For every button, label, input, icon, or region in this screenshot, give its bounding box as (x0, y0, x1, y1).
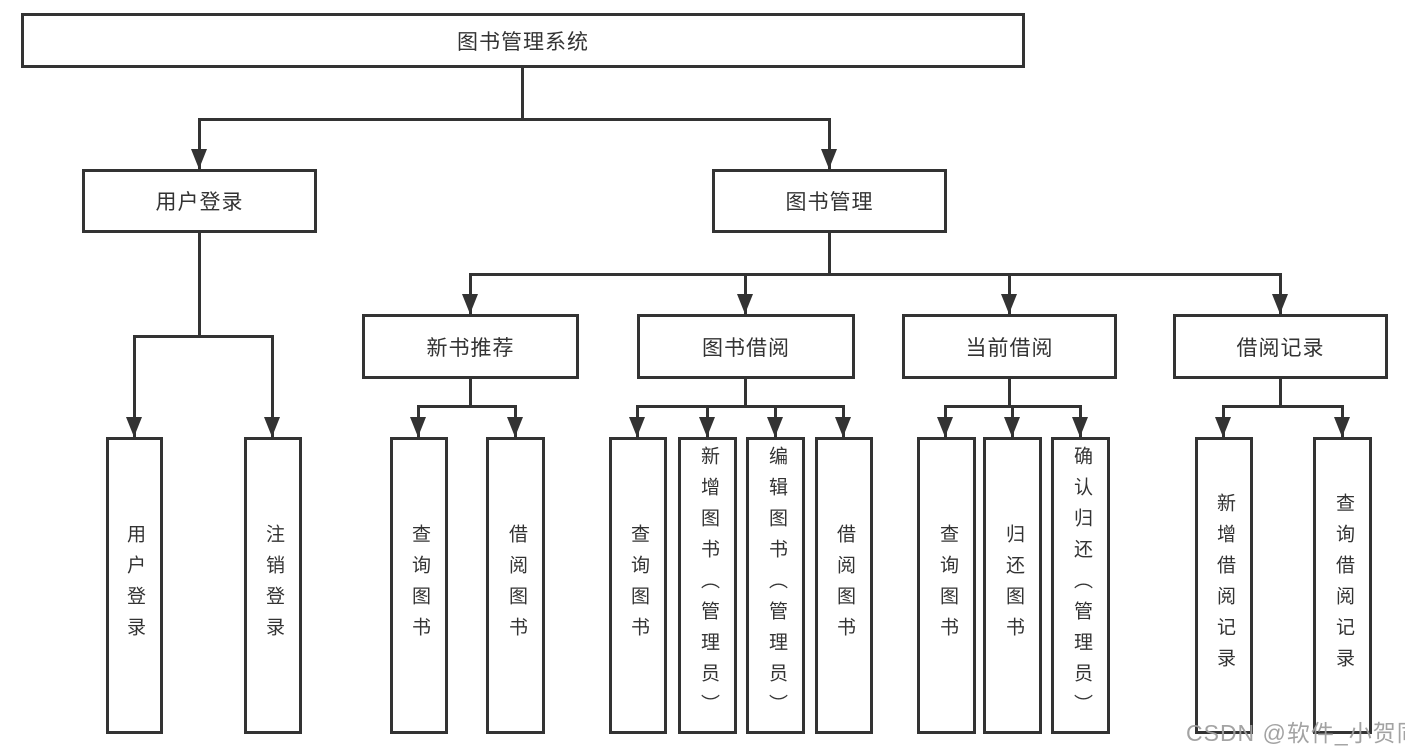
leaf-recommend-borrow-books: 借阅图书 (486, 437, 545, 734)
connector-book-borrow-branch (636, 405, 845, 408)
leaf-records-query-record: 查询借阅记录 (1313, 437, 1372, 734)
connector-new-book-recommend-branch (417, 405, 517, 408)
leaf-current-confirm-return-admin: 确认归还（管理员） (1051, 437, 1110, 734)
arrow-to-current-query-books (937, 405, 953, 437)
arrow-to-book-borrow (737, 273, 753, 314)
arrow-to-current-return-books (1004, 405, 1020, 437)
node-current-borrow: 当前借阅 (902, 314, 1117, 379)
arrow-to-book-management (821, 118, 837, 169)
connector-current-borrow-stem (1008, 379, 1011, 405)
connector-root-stem (521, 68, 524, 118)
csdn-watermark: CSDN @软件_小贺同学 (1186, 720, 1405, 746)
leaf-borrow-add-books-admin: 新增图书（管理员） (678, 437, 737, 734)
node-user-login: 用户登录 (82, 169, 317, 233)
connector-borrow-records-stem (1279, 379, 1282, 405)
leaf-current-return-books: 归还图书 (983, 437, 1042, 734)
arrow-to-borrow-query-books (629, 405, 645, 437)
arrow-to-current-borrow (1001, 273, 1017, 314)
leaf-records-add-record: 新增借阅记录 (1195, 437, 1253, 734)
arrow-to-records-add-record (1215, 405, 1231, 437)
node-book-borrow: 图书借阅 (637, 314, 855, 379)
connector-new-book-recommend-stem (469, 379, 472, 405)
node-borrow-records: 借阅记录 (1173, 314, 1388, 379)
leaf-borrow-query-books: 查询图书 (609, 437, 667, 734)
arrow-to-new-book-recommend (462, 273, 478, 314)
arrow-to-recommend-query-books (410, 405, 426, 437)
arrow-to-borrow-records (1272, 273, 1288, 314)
node-root: 图书管理系统 (21, 13, 1025, 68)
node-book-management: 图书管理 (712, 169, 947, 233)
leaf-user-login: 用户登录 (106, 437, 163, 734)
leaf-recommend-query-books: 查询图书 (390, 437, 448, 734)
connector-user-login-branch (133, 335, 274, 338)
connector-user-login-stem (198, 233, 201, 335)
arrow-to-records-query-record (1334, 405, 1350, 437)
leaf-current-query-books: 查询图书 (917, 437, 976, 734)
leaf-borrow-edit-books-admin: 编辑图书（管理员） (746, 437, 805, 734)
arrow-to-leaf-logout (264, 335, 280, 437)
arrow-to-borrow-add-books (699, 405, 715, 437)
arrow-to-current-confirm-return (1072, 405, 1088, 437)
leaf-logout: 注销登录 (244, 437, 302, 734)
connector-book-management-stem (828, 233, 831, 273)
arrow-to-borrow-borrow-books (835, 405, 851, 437)
connector-level2-branch (198, 118, 831, 121)
arrow-to-recommend-borrow-books (507, 405, 523, 437)
connector-book-borrow-stem (744, 379, 747, 405)
leaf-borrow-borrow-books: 借阅图书 (815, 437, 873, 734)
connector-level3-branch (469, 273, 1282, 276)
node-new-book-recommend: 新书推荐 (362, 314, 579, 379)
connector-borrow-records-branch (1222, 405, 1344, 408)
arrow-to-leaf-user-login (126, 335, 142, 437)
arrow-to-user-login (191, 118, 207, 169)
arrow-to-borrow-edit-books (767, 405, 783, 437)
